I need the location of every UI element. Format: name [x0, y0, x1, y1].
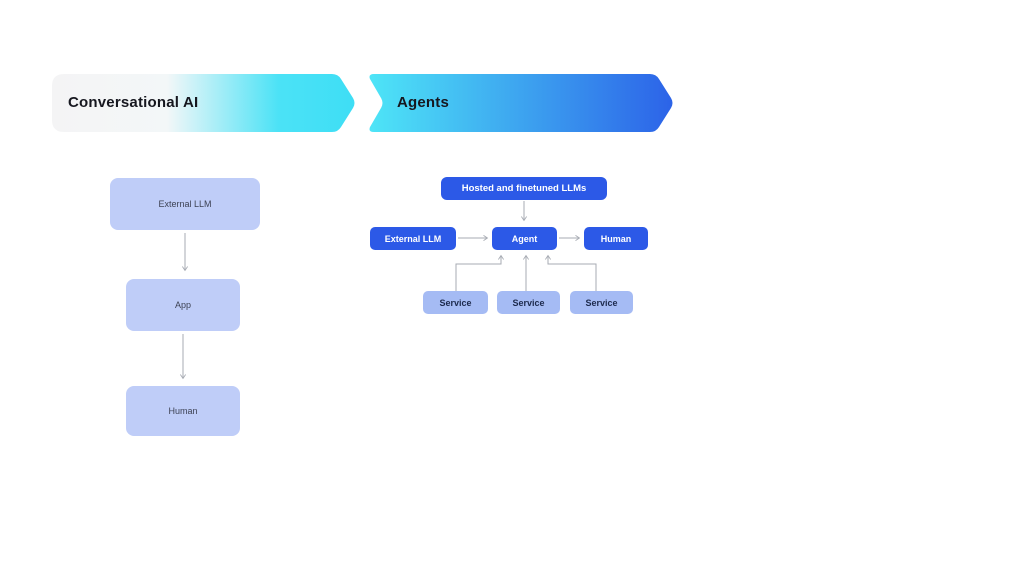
banner-agents-title: Agents [397, 94, 450, 111]
node-hosted-finetuned-llms: Hosted and finetuned LLMs [441, 177, 607, 200]
node-service-1: Service [423, 291, 488, 314]
node-agent: Agent [492, 227, 557, 250]
node-service-2: Service [497, 291, 560, 314]
node-human-agents: Human [584, 227, 648, 250]
banner-conversational-ai-shape [52, 74, 355, 132]
connector-service1-to-agent [455, 254, 504, 291]
connector-service3-to-agent [545, 254, 597, 291]
node-human: Human [126, 386, 240, 436]
banner-conversational-ai-title: Conversational AI [68, 94, 199, 111]
node-external-llm: External LLM [110, 178, 260, 230]
banner-agents-shape [369, 74, 673, 132]
node-external-llm-agents: External LLM [370, 227, 456, 250]
node-service-3: Service [570, 291, 633, 314]
node-app: App [126, 279, 240, 331]
